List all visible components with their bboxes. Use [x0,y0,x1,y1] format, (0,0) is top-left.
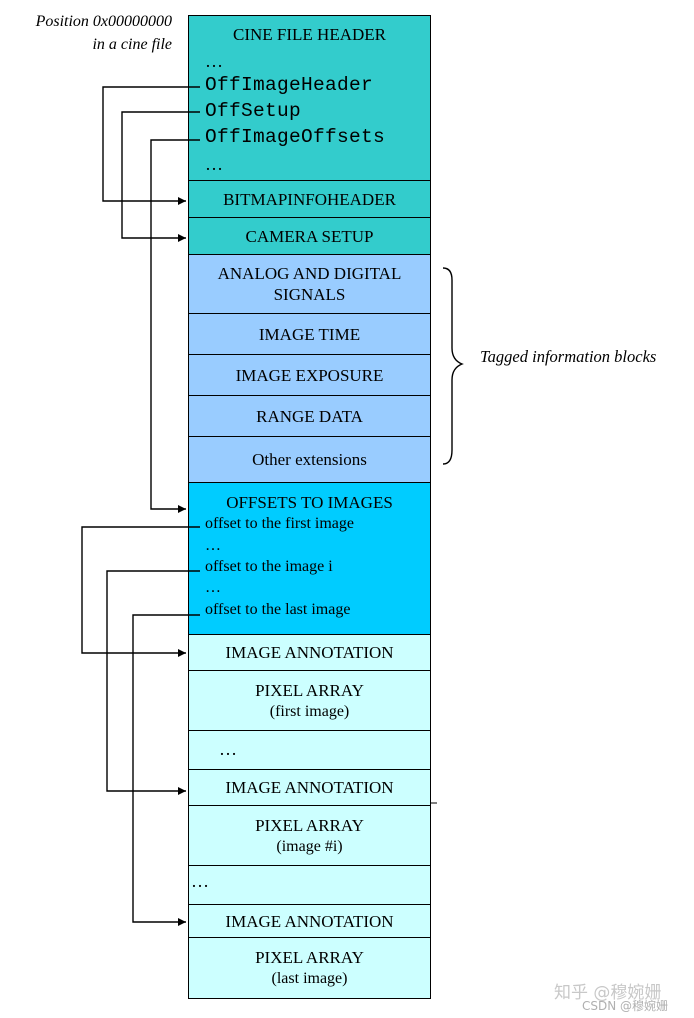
camera-setup-block: CAMERA SETUP [188,217,431,255]
image-annotation-last: IMAGE ANNOTATION [188,904,431,938]
arrow-offset-i [106,570,200,795]
tagged-block-other-extensions: Other extensions [188,436,431,483]
image-annotation-i: IMAGE ANNOTATION [188,769,431,806]
bitmapinfoheader-label: BITMAPINFOHEADER [223,189,396,209]
arrow-off-setup [121,111,200,242]
gap-ellipsis-1: … [219,739,237,759]
pixel-array-i: PIXEL ARRAY (image #i) [188,805,431,866]
offset-ellipsis-2: … [205,579,221,596]
pixel-array-first: PIXEL ARRAY (first image) [188,670,431,731]
tagged-blocks-brace-label: Tagged information blocks [480,347,657,366]
arrow-offset-last [132,614,200,926]
pixel-array-label: PIXEL ARRAY [255,948,364,967]
tagged-block-label: IMAGE EXPOSURE [235,365,384,385]
header-ellipsis-top: … [205,51,223,71]
camera-setup-label: CAMERA SETUP [245,226,374,246]
field-off-image-header: OffImageHeader [205,74,374,96]
offset-last-image: offset to the last image [205,601,351,618]
watermark-csdn: CSDN @穆婉姗 [582,999,669,1013]
arrow-off-image-header [102,86,200,205]
tagged-block-label: IMAGE TIME [258,324,361,344]
pixel-array-sub: (image #i) [276,837,343,855]
tagged-block-label: Other extensions [252,450,367,469]
position-note-line1: Position 0x00000000 [35,13,172,30]
position-note: Position 0x00000000 in a cine file [0,10,172,56]
pixel-array-sub: (last image) [271,970,348,987]
offset-image-i: offset to the image i [205,558,333,575]
tagged-block-image-exposure: IMAGE EXPOSURE [188,354,431,396]
gap-ellipsis-2: … [191,871,209,891]
image-annotation-first: IMAGE ANNOTATION [188,634,431,671]
image-annotation-label: IMAGE ANNOTATION [225,643,394,662]
offset-ellipsis-1: … [205,537,221,554]
arrow-off-image-offsets [150,139,200,513]
curly-brace [442,267,464,465]
position-note-line2: in a cine file [92,36,172,53]
arrow-offset-first [81,526,200,657]
cine-file-header-block: CINE FILE HEADER … OffImageHeader OffSet… [188,15,431,181]
pixel-array-label: PIXEL ARRAY [255,680,364,700]
field-off-setup: OffSetup [205,100,302,122]
image-annotation-label: IMAGE ANNOTATION [225,778,394,797]
tagged-block-label: RANGE DATA [256,406,363,426]
watermark-zhihu: 知乎 @穆婉姗 [554,983,662,1003]
field-off-image-offsets: OffImageOffsets [205,126,386,148]
pixel-array-last: PIXEL ARRAY (last image) [188,937,431,999]
pixel-array-sub: (first image) [269,702,350,720]
tagged-block-label: ANALOG AND DIGITAL SIGNALS [217,264,402,304]
header-ellipsis-bottom: … [205,154,223,174]
pixel-array-label: PIXEL ARRAY [255,815,364,835]
offsets-title: OFFSETS TO IMAGES [226,493,393,512]
offsets-to-images-block: OFFSETS TO IMAGES offset to the first im… [188,482,431,635]
cine-file-header-title: CINE FILE HEADER [233,25,386,44]
offset-first-image: offset to the first image [205,515,354,532]
image-annotation-label: IMAGE ANNOTATION [225,911,394,931]
tagged-block-range-data: RANGE DATA [188,395,431,437]
